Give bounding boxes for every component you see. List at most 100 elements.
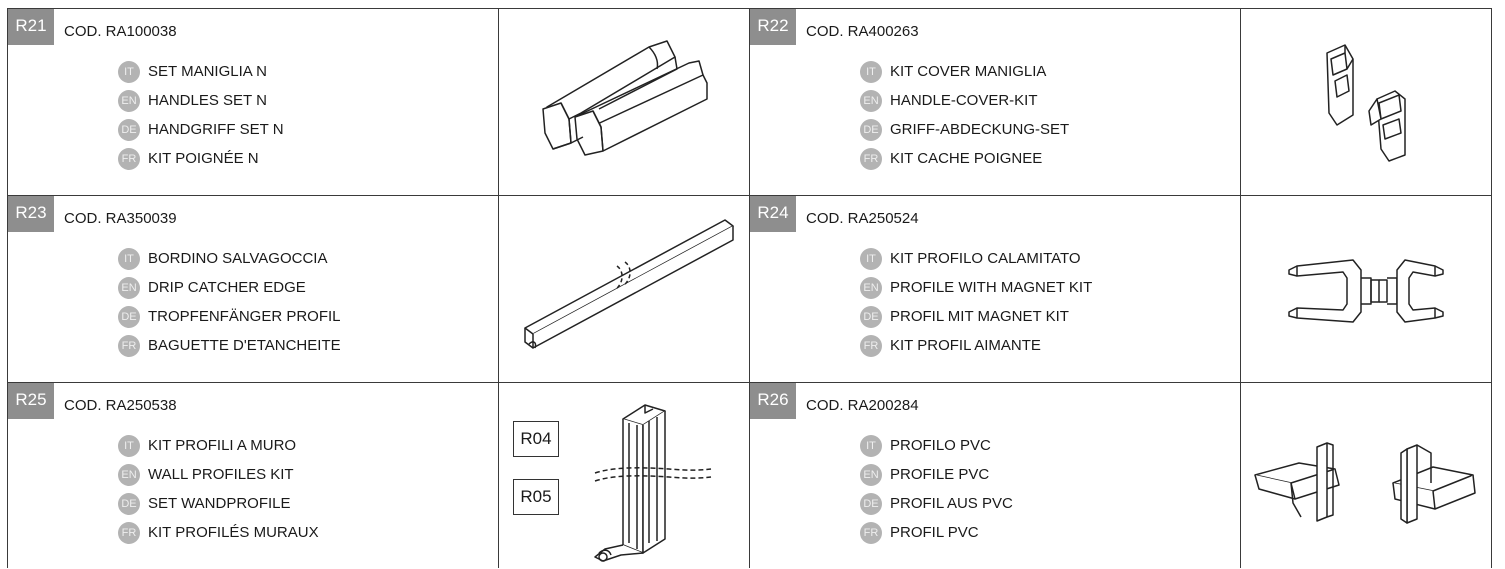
part-code: COD. RA200284 (806, 397, 919, 414)
lang-badge-fr: FR (860, 147, 882, 170)
part-description: SET WANDPROFILE (148, 495, 291, 512)
ref-label: R22 (750, 9, 796, 45)
list-item: DE PROFIL MIT MAGNET KIT (860, 302, 1092, 331)
list-item: IT SET MANIGLIA N (118, 57, 284, 86)
part-code: COD. RA400263 (806, 23, 919, 40)
wall-profiles-drawing (594, 404, 712, 562)
lang-badge-en: EN (118, 276, 140, 299)
list-item: DE TROPFENFÄNGER PROFIL (118, 302, 341, 331)
handles-set-drawing (542, 40, 708, 156)
list-item: DE HANDGRIFF SET N (118, 115, 284, 144)
handle-cover-kit-drawing (1326, 44, 1406, 162)
part-image-r24 (1240, 195, 1492, 383)
part-description: KIT COVER MANIGLIA (890, 63, 1047, 80)
part-description: PROFIL MIT MAGNET KIT (890, 308, 1069, 325)
part-description: PROFILE WITH MAGNET KIT (890, 279, 1093, 296)
lang-badge-en: EN (860, 463, 882, 486)
lang-badge-de: DE (118, 305, 140, 328)
part-description: DRIP CATCHER EDGE (148, 279, 306, 296)
list-item: FR KIT CACHE POIGNEE (860, 144, 1069, 173)
language-list: IT SET MANIGLIA N EN HANDLES SET N DE HANDG… (118, 57, 284, 173)
part-description: PROFIL AUS PVC (890, 495, 1013, 512)
part-description: BORDINO SALVAGOCCIA (148, 250, 328, 267)
ref-label: R26 (750, 383, 796, 419)
lang-badge-en: EN (860, 89, 882, 112)
lang-badge-it: IT (118, 247, 140, 270)
drip-edge-drawing (524, 219, 734, 349)
part-image-r26 (1240, 382, 1492, 568)
lang-badge-de: DE (860, 305, 882, 328)
list-item: IT KIT PROFILO CALAMITATO (860, 244, 1092, 273)
part-code: COD. RA350039 (64, 210, 177, 227)
part-description: WALL PROFILES KIT (148, 466, 294, 483)
lang-badge-de: DE (118, 118, 140, 141)
lang-badge-de: DE (118, 492, 140, 515)
part-image-r21 (498, 8, 750, 196)
tag-r05: R05 (513, 479, 559, 515)
tag-r04: R04 (513, 421, 559, 457)
ref-label: R24 (750, 196, 796, 232)
table-row: R23 COD. RA350039 IT BORDINO SALVAGOCCIA … (7, 195, 1492, 383)
lang-badge-it: IT (860, 247, 882, 270)
lang-badge-en: EN (118, 89, 140, 112)
magnet-profile-drawing (1288, 259, 1444, 323)
part-description: HANDLES SET N (148, 92, 267, 109)
list-item: EN HANDLE-COVER-KIT (860, 86, 1069, 115)
part-description: PROFIL PVC (890, 524, 979, 541)
part-description: TROPFENFÄNGER PROFIL (148, 308, 341, 325)
ref-label: R25 (8, 383, 54, 419)
part-info-r23: R23 COD. RA350039 IT BORDINO SALVAGOCCIA … (7, 195, 499, 383)
part-description: PROFILO PVC (890, 437, 991, 454)
lang-badge-en: EN (860, 276, 882, 299)
part-description: KIT CACHE POIGNEE (890, 150, 1043, 167)
part-description: KIT PROFIL AIMANTE (890, 337, 1041, 354)
part-description: SET MANIGLIA N (148, 63, 267, 80)
ref-label: R23 (8, 196, 54, 232)
part-description: KIT POIGNÉE N (148, 150, 259, 167)
part-description: KIT PROFILI A MURO (148, 437, 297, 454)
language-list: IT BORDINO SALVAGOCCIA EN DRIP CATCHER EDG… (118, 244, 341, 360)
list-item: IT PROFILO PVC (860, 431, 1013, 460)
lang-badge-it: IT (860, 60, 882, 83)
language-list: IT KIT PROFILO CALAMITATO EN PROFILE WITH … (860, 244, 1092, 360)
part-image-r25: R04 R05 (498, 382, 750, 568)
list-item: IT KIT PROFILI A MURO (118, 431, 319, 460)
part-code: COD. RA100038 (64, 23, 177, 40)
lang-badge-fr: FR (118, 334, 140, 357)
part-description: HANDLE-COVER-KIT (890, 92, 1038, 109)
pvc-profile-drawing (1254, 442, 1476, 524)
list-item: DE SET WANDPROFILE (118, 489, 319, 518)
part-description: BAGUETTE D'ETANCHEITE (148, 337, 341, 354)
part-description: HANDGRIFF SET N (148, 121, 284, 138)
lang-badge-it: IT (118, 434, 140, 457)
list-item: EN DRIP CATCHER EDGE (118, 273, 341, 302)
part-info-r22: R22 COD. RA400263 IT KIT COVER MANIGLIA E… (749, 8, 1241, 196)
lang-badge-it: IT (118, 60, 140, 83)
list-item: DE PROFIL AUS PVC (860, 489, 1013, 518)
part-image-r22 (1240, 8, 1492, 196)
part-description: KIT PROFILO CALAMITATO (890, 250, 1081, 267)
part-description: KIT PROFILÉS MURAUX (148, 524, 319, 541)
list-item: EN PROFILE WITH MAGNET KIT (860, 273, 1092, 302)
lang-badge-de: DE (860, 118, 882, 141)
list-item: IT KIT COVER MANIGLIA (860, 57, 1069, 86)
lang-badge-de: DE (860, 492, 882, 515)
list-item: IT BORDINO SALVAGOCCIA (118, 244, 341, 273)
list-item: FR BAGUETTE D'ETANCHEITE (118, 331, 341, 360)
lang-badge-it: IT (860, 434, 882, 457)
